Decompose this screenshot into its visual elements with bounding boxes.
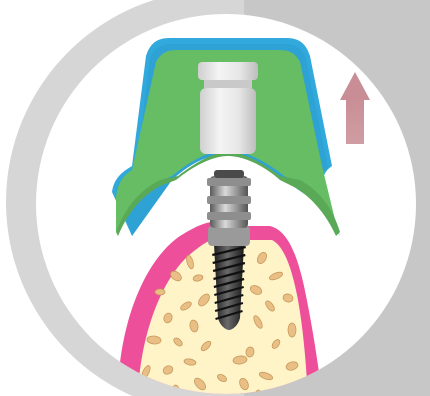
- bone-speckle: [288, 323, 296, 337]
- implant-analog-icon: [207, 170, 251, 246]
- bone-speckle: [155, 289, 165, 295]
